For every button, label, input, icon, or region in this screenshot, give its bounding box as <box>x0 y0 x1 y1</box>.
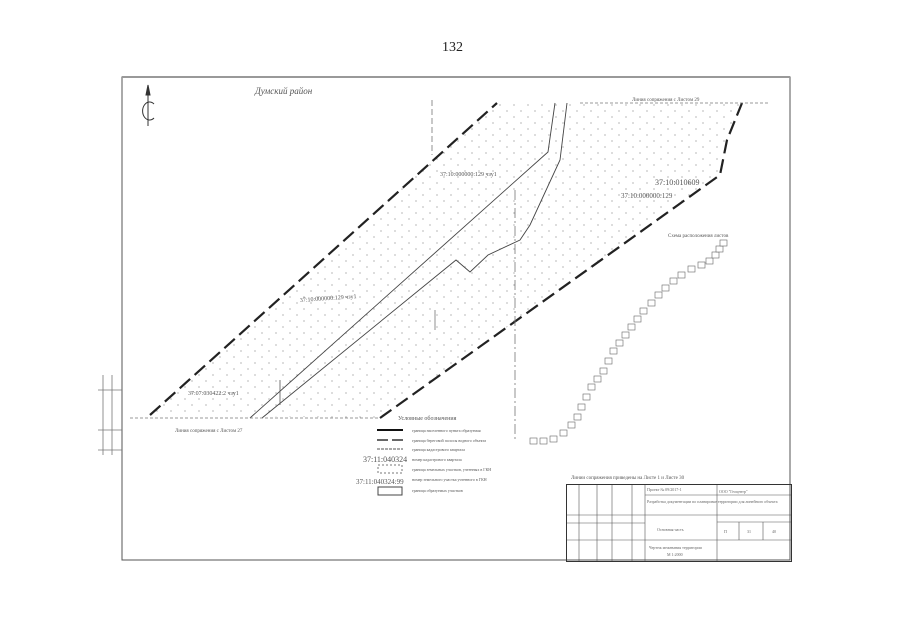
legend-item-label: граница образуемых участков <box>412 488 463 493</box>
district-label: Думский район <box>254 86 313 96</box>
legend-item-label: граница земельных участков, учтенных в Г… <box>412 467 491 473</box>
parcel-label: 37:10:000000:129 <box>621 192 673 200</box>
sheet-box <box>577 403 586 411</box>
sheet-box <box>582 393 591 401</box>
drawing-title: Чертеж межевания территории <box>649 545 702 550</box>
note: Линии сопряжения приведены на Листе 1 и … <box>571 476 685 481</box>
sheet-box <box>705 257 714 265</box>
sheet-scheme-title: Схема расположения листов <box>668 234 729 239</box>
sheet-box <box>593 375 602 383</box>
legend-sample: 37:11:040324:99 <box>356 478 404 486</box>
sheet-box <box>633 315 642 323</box>
parcel-label: 37:10:010609 <box>655 178 699 187</box>
sheet-box <box>719 239 728 247</box>
parcel-area <box>150 103 742 418</box>
sheet-box <box>627 323 636 331</box>
sheet-box <box>529 437 538 445</box>
sheet-layout-scheme <box>529 239 728 445</box>
sheet-box <box>715 245 724 253</box>
legend-sample: 37:11:040324 <box>363 455 407 464</box>
parcel-label: 37:07:030422:2 чзу1 <box>188 391 239 397</box>
road-line <box>261 102 568 419</box>
sheet-box <box>604 357 613 365</box>
page-number: 132 <box>442 40 463 55</box>
binding-marks <box>98 375 122 455</box>
legend-item-label: номер кадастрового квартала <box>412 457 462 462</box>
sheet-box <box>687 265 696 273</box>
sheet-box <box>677 271 686 279</box>
match-line-bottom-label: Линия сопряжения с Листом 27 <box>175 429 243 434</box>
sheet-box <box>621 331 630 339</box>
legend-title: Условные обозначения <box>398 415 457 422</box>
sheet-box <box>639 307 648 315</box>
parcel-label: 37:10:000000:129 чзу1 <box>300 294 357 304</box>
sheet-box <box>587 383 596 391</box>
sheet-number: 31 <box>747 529 751 534</box>
legend-item-label: граница береговой полосы водного объекта <box>412 438 486 443</box>
sheet-count: 40 <box>772 529 776 534</box>
sheet-box <box>711 251 720 259</box>
scale: М 1:2000 <box>667 552 683 557</box>
project-title: Разработка документации по планировке те… <box>647 499 778 504</box>
sheet-box <box>567 421 576 429</box>
sheet-box <box>559 429 568 437</box>
legend-item-label: номер земельного участка учтенного в ГКН <box>412 477 487 482</box>
sheet-box <box>549 435 558 443</box>
parcel-label: 37:10:000000:129 чзу1 <box>440 172 497 178</box>
legend-item-label: граница населенного пункта образуемая <box>412 428 481 433</box>
project-code: Проект № 09/2017-1 <box>647 487 682 492</box>
sheet-box <box>615 339 624 347</box>
title-block: Проект № 09/2017-1 ООО "Геоцентр" Разраб… <box>566 484 792 562</box>
sheet-box <box>654 291 663 299</box>
sheet-box <box>697 261 706 269</box>
stage: П <box>724 529 727 534</box>
boundary-left <box>149 102 498 416</box>
sheet-box <box>647 299 656 307</box>
legend: Условные обозначения 37:11:040324 37:11:… <box>356 415 491 496</box>
road-line <box>249 102 556 419</box>
part-label: Основная часть <box>657 527 684 532</box>
sheet-box <box>573 413 582 421</box>
boundary-right <box>379 102 744 419</box>
sheet-box <box>661 284 670 292</box>
sheet-box <box>669 277 678 285</box>
match-line-top-label: Линия сопряжения с Листом 29 <box>632 98 700 103</box>
organization: ООО "Геоцентр" <box>719 489 748 494</box>
legend-item-label: граница кадастрового квартала <box>412 447 465 452</box>
sheet-box <box>539 437 548 445</box>
north-arrow-icon <box>142 84 155 126</box>
sheet-box <box>599 367 608 375</box>
sheet-box <box>609 347 618 355</box>
